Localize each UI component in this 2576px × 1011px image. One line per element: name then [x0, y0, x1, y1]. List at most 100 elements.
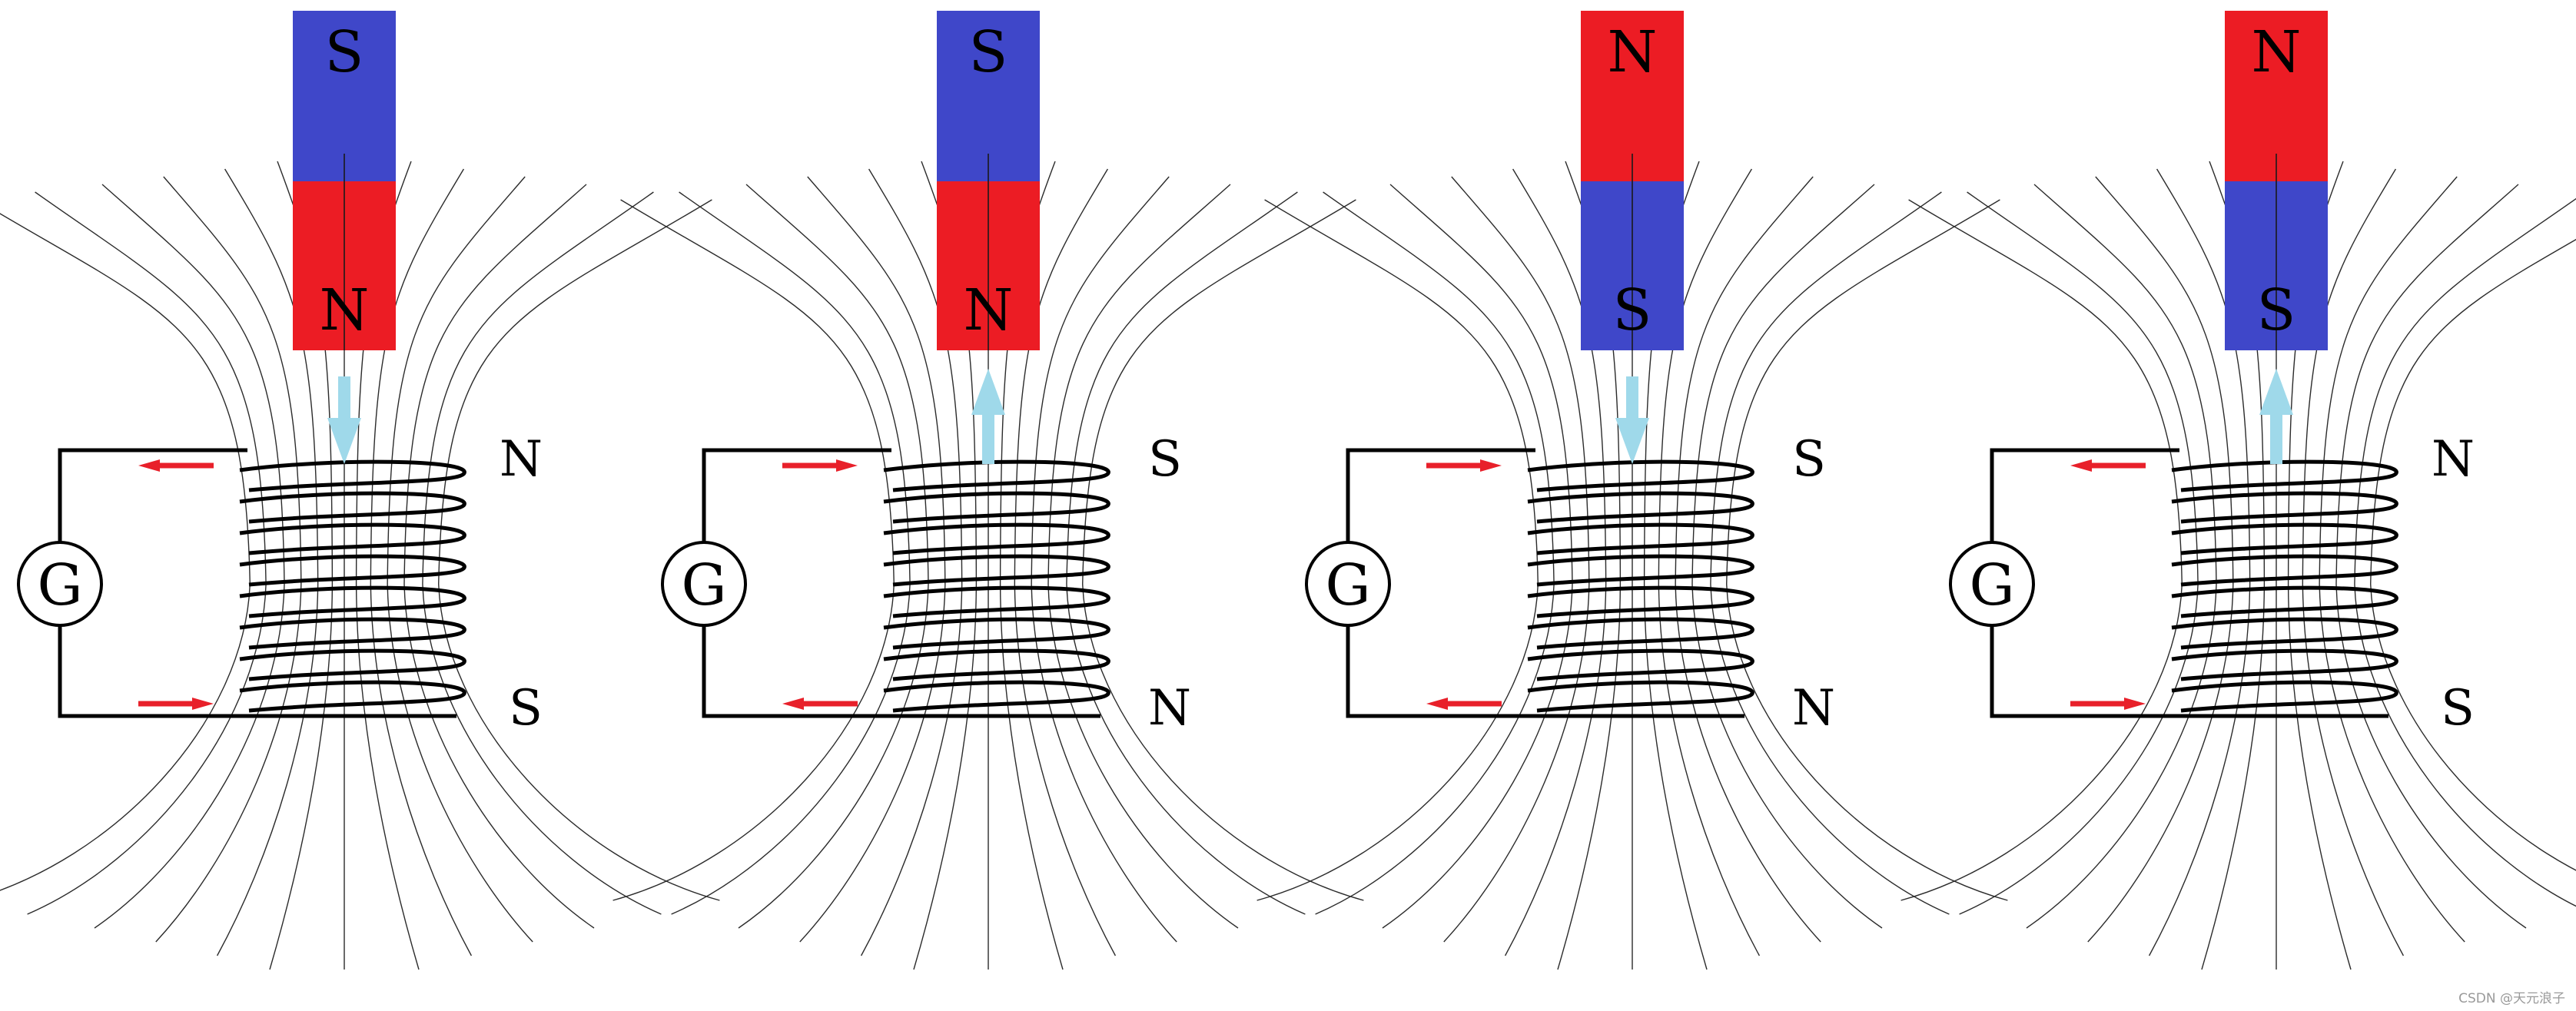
coil-turn	[2171, 680, 2398, 713]
coil-turn	[239, 617, 466, 650]
current-arrow-head	[2070, 459, 2092, 472]
coil-turn	[883, 680, 1110, 713]
field-line	[1710, 191, 1950, 915]
coil-turn	[1527, 648, 1754, 681]
field-line	[2148, 168, 2251, 956]
field-line	[1658, 168, 1761, 956]
galvanometer-circle	[1305, 541, 1391, 627]
magnetic-field-lines	[1900, 154, 2576, 970]
motion-arrow-shaft	[1626, 376, 1638, 419]
coil	[2171, 459, 2398, 713]
coil-turn	[2171, 585, 2398, 618]
field-line	[799, 176, 946, 943]
galvanometer: G	[17, 541, 103, 627]
field-line	[2319, 176, 2465, 943]
coil-turn	[2171, 648, 2398, 681]
bottom-wire	[1346, 625, 1744, 718]
field-line	[1691, 184, 1883, 929]
motion-arrow	[2259, 369, 2293, 464]
field-line	[438, 199, 720, 901]
coil-top-end-label: S	[1148, 431, 1182, 488]
coil-top-end-label: N	[2432, 431, 2475, 488]
field-line	[860, 168, 963, 956]
top-wire	[1346, 448, 1535, 542]
coil	[1527, 459, 1754, 713]
coil-turn	[239, 491, 466, 524]
magnet-top-pole	[1581, 11, 1684, 181]
coil-turn	[883, 491, 1110, 524]
coil-turn	[239, 554, 466, 587]
galvanometer-label: G	[1969, 552, 2014, 618]
field-line	[1726, 199, 2008, 901]
coil-turn	[2171, 491, 2398, 524]
current-arrow-bottom	[2070, 698, 2146, 710]
magnet-top-pole	[293, 11, 396, 181]
field-line	[422, 191, 662, 915]
field-line	[155, 176, 302, 943]
motion-arrow-shaft	[338, 376, 350, 419]
coil	[239, 459, 466, 713]
motion-arrow-shaft	[982, 413, 994, 464]
top-wire	[1990, 448, 2179, 542]
field-line	[1014, 168, 1117, 956]
circuit	[1990, 448, 2388, 718]
galvanometer-label: G	[1325, 552, 1370, 618]
magnet-bottom-label: N	[320, 277, 370, 343]
coil-turn	[1527, 617, 1754, 650]
coil-turn	[239, 522, 466, 555]
motion-arrow-head	[327, 418, 361, 464]
motion-arrow	[1615, 376, 1649, 464]
field-line	[1082, 199, 1364, 901]
bar-magnet: NS	[1581, 11, 1684, 350]
motion-arrow	[971, 369, 1005, 464]
field-line	[1443, 176, 1590, 943]
current-arrow-head	[1426, 698, 1448, 710]
field-line	[2354, 197, 2576, 907]
field-line	[2370, 238, 2576, 871]
coil-turn	[2171, 554, 2398, 587]
coil-turn	[883, 585, 1110, 618]
bar-magnet: NS	[2225, 11, 2328, 350]
field-line	[2302, 168, 2405, 956]
field-line	[1900, 199, 2183, 901]
galvanometer-circle	[1949, 541, 2035, 627]
field-line	[387, 176, 533, 943]
coil	[883, 459, 1110, 713]
coil-turn	[1527, 459, 1754, 492]
current-arrow-top	[1426, 459, 1502, 472]
field-line	[2335, 184, 2527, 929]
field-line	[1675, 176, 1821, 943]
coil-bottom-end-label: S	[509, 680, 543, 737]
bar-magnet: SN	[293, 11, 396, 350]
bar-magnet: SN	[937, 11, 1040, 350]
current-arrow-head	[138, 459, 160, 472]
current-arrow-top	[2070, 459, 2146, 472]
bottom-wire	[702, 625, 1100, 718]
field-line	[1066, 191, 1306, 915]
coil-turn	[1527, 554, 1754, 587]
field-line	[1031, 176, 1177, 943]
current-arrow-head	[836, 459, 858, 472]
coil-turn	[239, 459, 466, 492]
coil-bottom-end-label: S	[2441, 680, 2475, 737]
current-arrow-bottom	[1426, 698, 1502, 710]
coil-turn	[883, 554, 1110, 587]
circuit	[702, 448, 1100, 718]
current-arrow-bottom	[138, 698, 214, 710]
field-line	[1504, 168, 1607, 956]
galvanometer-circle	[17, 541, 103, 627]
watermark: CSDN @天元浪子	[2458, 991, 2565, 1006]
magnet-top-label: S	[969, 19, 1008, 85]
coil-turn	[1527, 491, 1754, 524]
top-wire	[58, 448, 247, 542]
field-line	[612, 199, 895, 901]
field-line	[370, 168, 473, 956]
galvanometer-label: G	[37, 552, 82, 618]
coil-turn	[883, 648, 1110, 681]
current-arrow-head	[192, 698, 214, 710]
panel-1: G SNN S	[0, 11, 720, 970]
magnet-top-pole	[2225, 11, 2328, 181]
magnet-bottom-label: N	[964, 277, 1014, 343]
